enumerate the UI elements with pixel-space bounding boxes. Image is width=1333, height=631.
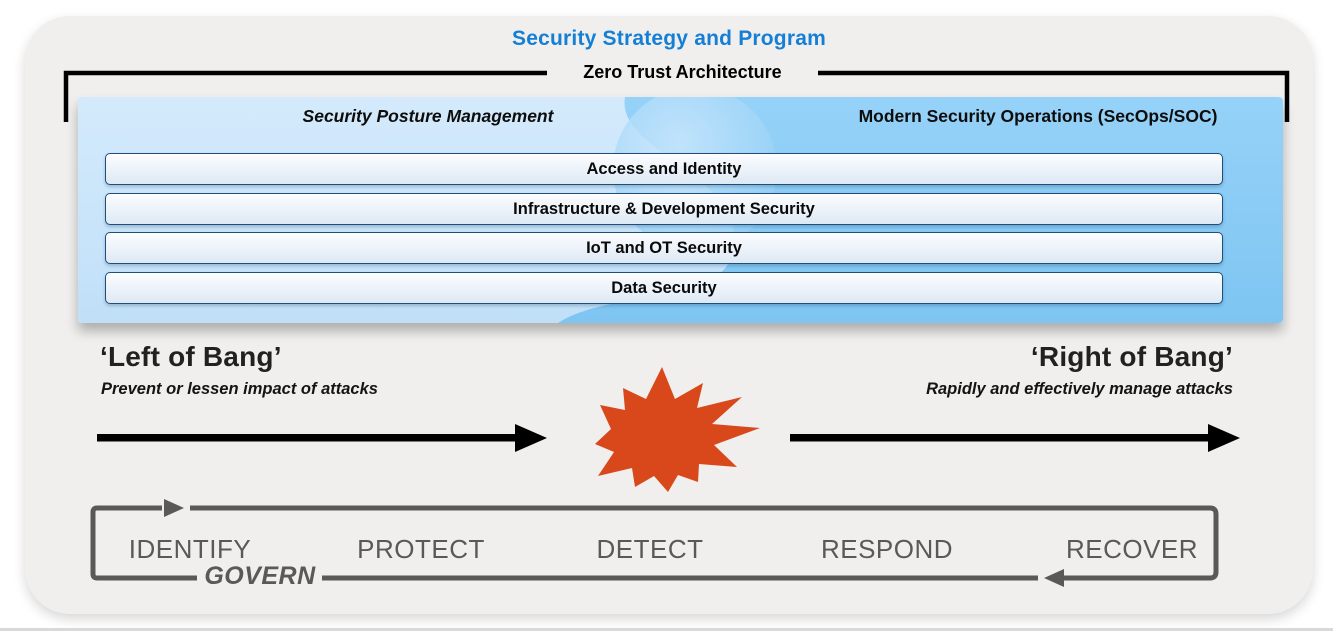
panel-row-data-security: Data Security [105,272,1223,304]
page-title: Security Strategy and Program [512,27,826,50]
left-timeline-arrow-icon [97,424,547,452]
right-timeline-arrow-icon [790,424,1240,452]
window-bottom-edge [0,628,1333,631]
right-of-bang-subtitle: Rapidly and effectively manage attacks [926,380,1233,398]
explosion-starburst-icon [595,367,760,492]
stage-protect: PROTECT [357,534,485,564]
panel-row-infrastructure: Infrastructure & Development Security [105,193,1223,225]
panel-row-access-identity: Access and Identity [105,153,1223,185]
stage-detect: DETECT [596,534,704,564]
zero-trust-label: Zero Trust Architecture [583,62,782,82]
cycle-right-arrowhead-icon [164,499,184,517]
stage-identify: IDENTIFY [128,534,252,564]
left-of-bang-subtitle: Prevent or lessen impact of attacks [101,380,378,398]
cycle-left-arrowhead-icon [1044,569,1064,587]
govern-label: GOVERN [204,562,316,590]
left-panel-header: Security Posture Management [302,106,554,126]
stage-recover: RECOVER [1065,534,1199,564]
zero-trust-bracket [63,70,1290,122]
panel-row-iot-ot: IoT and OT Security [105,232,1223,264]
right-of-bang-title: ‘Right of Bang’ [1030,341,1233,372]
csf-cycle-loop [90,499,1219,587]
stage-respond: RESPOND [820,534,954,564]
security-panel: Security Posture Management Modern Secur… [78,97,1283,323]
left-of-bang-title: ‘Left of Bang’ [100,341,282,372]
right-panel-header: Modern Security Operations (SecOps/SOC) [858,106,1218,126]
